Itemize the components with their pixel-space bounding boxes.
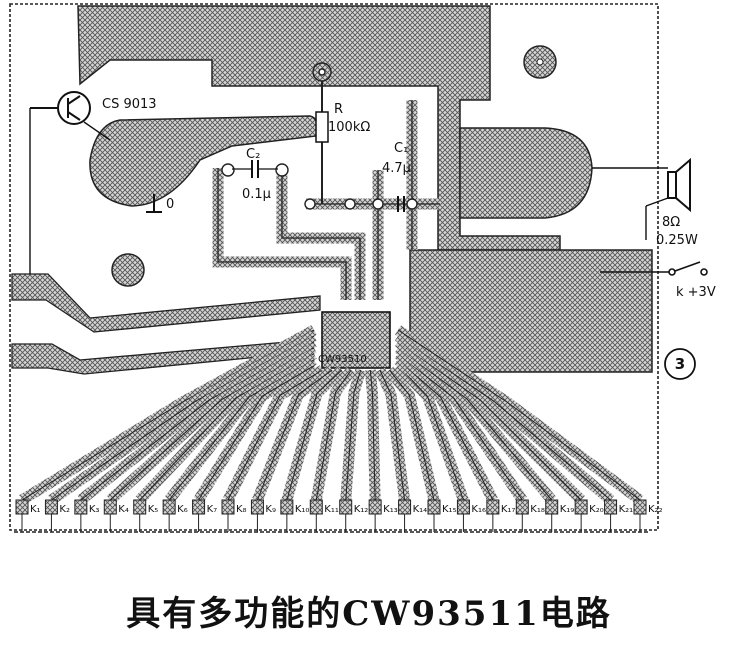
key-trace-outline <box>397 365 464 501</box>
svg-text:3: 3 <box>675 355 685 373</box>
key-pad <box>515 499 529 515</box>
key-pin-labels: K₁ K₂ K₃ K₄ K₅ K₆ K₇ K₈ K₉ K₁₀ K₁₁ K₁₂ K₁₃ K₁₄ K₁₅ K₁₆ K… <box>30 504 663 515</box>
key-pad <box>309 499 323 515</box>
key-pin-label: K₁₄ <box>413 504 428 515</box>
resistor-label: R <box>334 102 343 117</box>
resistor-r-symbol <box>315 111 329 143</box>
key-pin-label: K₂₀ <box>589 504 604 515</box>
key-trace-outline <box>345 369 362 501</box>
key-pin-label: K₁₂ <box>354 504 369 515</box>
key-trace-outline <box>397 353 523 501</box>
key-pin-label: K₁₈ <box>530 504 545 515</box>
key-pin-label: K₁₁ <box>324 504 339 515</box>
left-bus-trace-upper <box>11 273 321 333</box>
key-pin-label: K₁₆ <box>471 504 486 515</box>
key-pin-label: K₃ <box>89 504 100 515</box>
key-pin-label: K₁₃ <box>383 504 398 515</box>
key-trace-outline <box>286 369 343 501</box>
speaker-symbol <box>592 157 691 240</box>
c1-label: C₁ <box>394 141 408 156</box>
key-trace <box>340 368 367 501</box>
key-pin-label: K₂ <box>59 504 70 515</box>
key-trace-outline <box>379 369 406 501</box>
key-pin-label: K₁₀ <box>295 504 310 515</box>
c2-label: C₂ <box>246 147 260 162</box>
key-pin-label: K₁₉ <box>560 504 575 515</box>
figure-caption: 具有多功能的CW93511电路 <box>126 594 612 634</box>
ground-label: 0 <box>166 197 174 212</box>
ic-label: CW93510 <box>318 354 367 365</box>
board-outline <box>9 3 659 531</box>
key-pad <box>162 499 176 515</box>
key-pad <box>545 499 559 515</box>
mounting-pad-left <box>111 253 145 287</box>
right-copper-area <box>409 249 653 373</box>
speaker-copper-pad <box>459 127 593 219</box>
key-pad <box>192 499 206 515</box>
key-pad <box>103 499 117 515</box>
key-pin-label: K₁₅ <box>442 504 457 515</box>
key-pad <box>221 499 235 515</box>
speaker-power: 0.25W <box>656 233 698 248</box>
key-trace-outline <box>397 347 553 501</box>
pcb-layout-diagram: K₁ K₂ K₃ K₄ K₅ K₆ K₇ K₈ K₉ K₁₀ K₁₁ K₁₂ K₁₃ K₁₄ K₁₅ K₁₆ K… <box>9 3 716 533</box>
figure-number-badge: 3 <box>664 348 696 380</box>
key-trace-outline <box>256 369 333 501</box>
key-trace-outline <box>227 369 323 501</box>
resistor-value: 100kΩ <box>328 120 370 135</box>
key-pad <box>398 499 412 515</box>
c2-value: 0.1μ <box>242 187 271 202</box>
power-switch-symbol <box>600 261 708 276</box>
key-trace-outline <box>397 341 582 501</box>
capacitor-c2-symbol <box>232 160 278 178</box>
key-pin-label: K₉ <box>265 504 276 515</box>
key-pad <box>368 499 382 515</box>
transistor-symbol <box>29 91 111 274</box>
key-pad <box>133 499 147 515</box>
key-pad <box>456 499 470 515</box>
key-traces-fanout <box>15 325 647 532</box>
key-trace-outline <box>397 329 641 501</box>
key-trace-outline <box>198 365 315 501</box>
key-pin-label: K₄ <box>118 504 129 515</box>
key-pad <box>486 499 500 515</box>
c1-value: 4.7μ <box>382 161 411 176</box>
speaker-impedance: 8Ω <box>662 215 680 230</box>
switch-label: k +3V <box>676 285 716 300</box>
key-pin-label: K₁₇ <box>501 504 516 515</box>
key-pad <box>339 499 353 515</box>
key-trace-outline <box>369 369 376 501</box>
key-pad <box>604 499 618 515</box>
component-traces <box>212 72 440 300</box>
transistor-label: CS 9013 <box>102 97 157 112</box>
key-pin-label: K₆ <box>177 504 188 515</box>
key-pin-label: K₇ <box>207 504 218 515</box>
ic-chip-body <box>321 311 391 369</box>
key-pad <box>574 499 588 515</box>
key-pad <box>280 499 294 515</box>
key-pin-label: K₂₁ <box>619 504 634 515</box>
ground-symbol <box>146 194 162 213</box>
key-pad <box>633 499 647 515</box>
key-pad <box>44 499 58 515</box>
key-pad <box>250 499 264 515</box>
key-trace-outline <box>388 369 435 501</box>
key-trace-outline <box>397 359 494 501</box>
key-pin-label: K₅ <box>148 504 159 515</box>
key-pad <box>74 499 88 515</box>
key-pad <box>15 499 29 515</box>
capacitor-c1-symbol <box>397 196 405 212</box>
key-pin-label: K₈ <box>236 504 247 515</box>
key-trace-outline <box>315 369 352 501</box>
component-pads <box>221 62 418 210</box>
key-pad <box>427 499 441 515</box>
key-pin-label: K₁ <box>30 504 41 515</box>
key-pin-label: K₂₂ <box>648 504 663 515</box>
